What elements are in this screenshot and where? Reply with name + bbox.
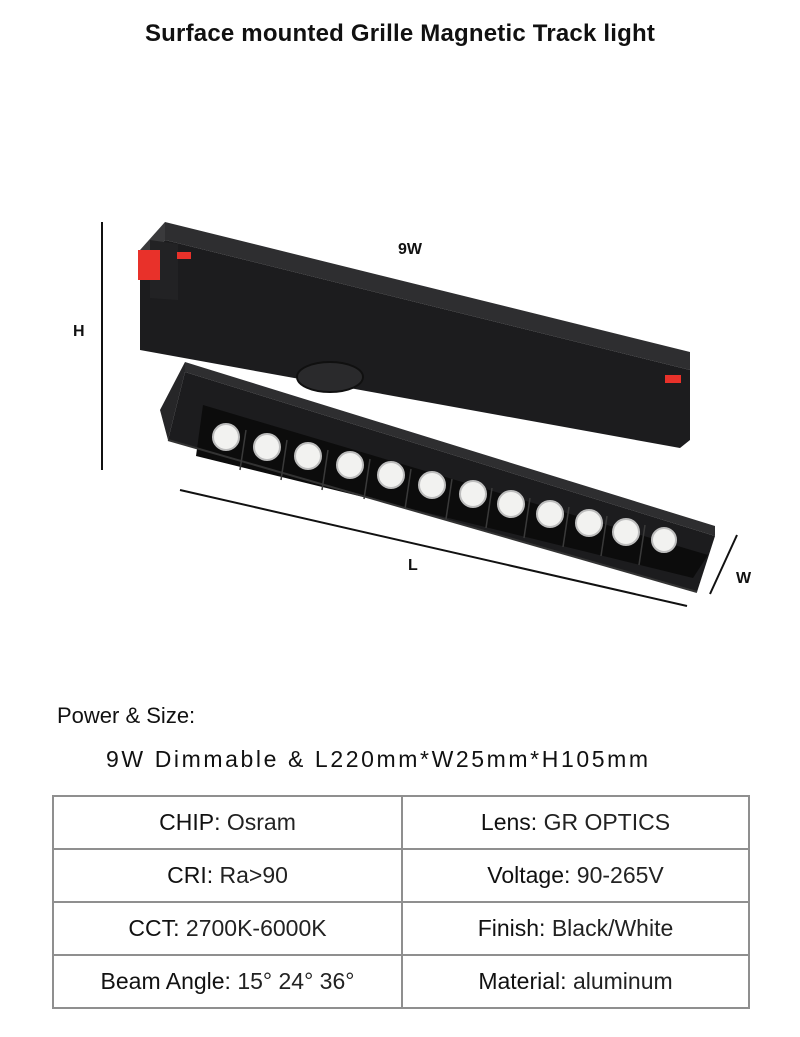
spec-key: Voltage: <box>487 862 571 888</box>
table-row: CRI: Ra>90 Voltage: 90-265V <box>52 848 750 903</box>
led-9-icon <box>536 500 564 528</box>
spec-value: Ra>90 <box>219 862 288 888</box>
led-5-icon <box>377 461 405 489</box>
spec-value: aluminum <box>572 968 673 994</box>
power-size-value: 9W Dimmable & L220mm*W25mm*H105mm <box>106 746 651 772</box>
product-image <box>101 222 738 607</box>
spec-cell: Lens: GR OPTICS <box>401 795 750 850</box>
led-3-icon <box>294 442 322 470</box>
width-label: W <box>736 570 752 587</box>
connector-right-icon <box>665 375 681 383</box>
table-row: CCT: 2700K-6000K Finish: Black/White <box>52 901 750 956</box>
swivel-joint <box>296 361 364 393</box>
grille-slot <box>196 405 708 578</box>
spec-cell: Beam Angle: 15° 24° 36° <box>52 954 403 1009</box>
spec-cell: Material: aluminum <box>401 954 750 1009</box>
led-1-icon <box>212 423 240 451</box>
spec-value: Black/White <box>551 915 674 941</box>
length-label: L <box>408 557 418 574</box>
spec-value: 15° 24° 36° <box>237 968 355 994</box>
spec-table: CHIP: Osram Lens: GR OPTICS CRI: Ra>90 V… <box>52 795 750 1009</box>
spec-key: Beam Angle: <box>100 968 231 994</box>
led-2-icon <box>253 433 281 461</box>
led-array <box>212 423 677 553</box>
spec-key: CCT: <box>128 915 180 941</box>
spec-value: 2700K-6000K <box>185 915 327 941</box>
led-12-icon <box>651 527 677 553</box>
connector-left-icon <box>138 250 160 280</box>
track-adapter <box>138 222 690 448</box>
led-11-icon <box>612 518 640 546</box>
led-7-icon <box>459 480 487 508</box>
spec-cell: Voltage: 90-265V <box>401 848 750 903</box>
height-label: H <box>73 323 85 340</box>
table-row: CHIP: Osram Lens: GR OPTICS <box>52 795 750 850</box>
spec-key: CHIP: <box>159 809 221 835</box>
wattage-label: 9W <box>398 241 422 258</box>
led-8-icon <box>497 490 525 518</box>
spec-cell: Finish: Black/White <box>401 901 750 956</box>
power-size-label: Power & Size: <box>57 703 196 728</box>
grille-fins <box>239 429 646 566</box>
spec-cell: CHIP: Osram <box>52 795 403 850</box>
spec-cell: CCT: 2700K-6000K <box>52 901 403 956</box>
spec-value: GR OPTICS <box>543 809 671 835</box>
spec-value: 90-265V <box>576 862 664 888</box>
spec-cell: CRI: Ra>90 <box>52 848 403 903</box>
spec-key: Lens: <box>480 809 538 835</box>
page-title: Surface mounted Grille Magnetic Track li… <box>144 20 656 47</box>
length-dimension-line <box>179 489 688 607</box>
table-row: Beam Angle: 15° 24° 36° Material: alumin… <box>52 954 750 1009</box>
spec-key: Finish: <box>477 915 546 941</box>
spec-key: CRI: <box>167 862 214 888</box>
spec-value: Osram <box>226 809 296 835</box>
spec-key: Material: <box>478 968 567 994</box>
led-6-icon <box>418 471 446 499</box>
led-4-icon <box>336 451 364 479</box>
width-dimension-line <box>709 534 738 595</box>
led-10-icon <box>575 509 603 537</box>
